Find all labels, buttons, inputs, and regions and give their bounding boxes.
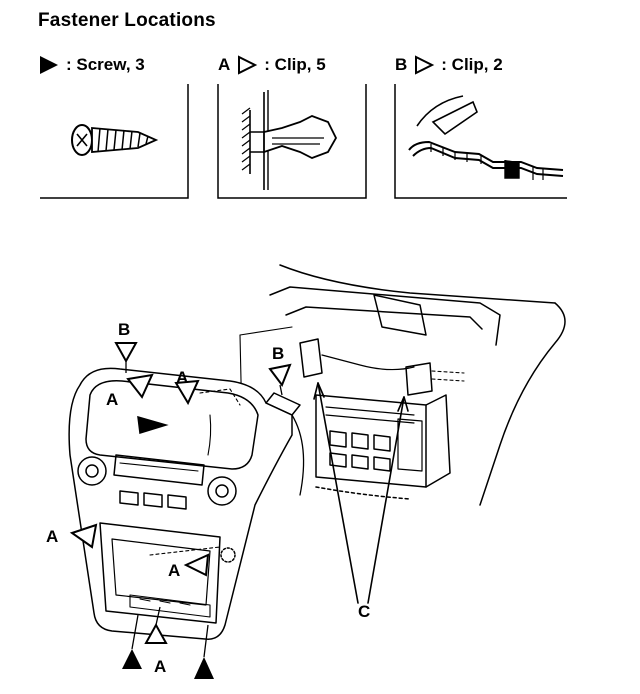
outline-triangle-icon xyxy=(415,55,435,75)
screw-marker xyxy=(137,415,169,434)
heater-knob-right xyxy=(207,476,237,506)
clip-a-marker xyxy=(144,622,168,644)
clip-b-marker xyxy=(268,363,292,388)
screw-marker xyxy=(122,649,142,669)
filled-triangle-icon xyxy=(40,56,58,74)
callout-a-left-upper: A xyxy=(106,390,119,409)
legend-clip-a: A : Clip, 5 xyxy=(218,54,326,76)
center-trim-panel xyxy=(68,367,293,640)
center-panel-exploded-view xyxy=(68,264,566,679)
callout-a-mid-lower: A xyxy=(168,561,181,580)
trim-panel-right-flange xyxy=(265,392,301,416)
clip-a-marker xyxy=(174,379,200,406)
lower-pocket-opening xyxy=(99,522,221,624)
dashboard-right-edge xyxy=(479,302,566,506)
clip-a-marker xyxy=(183,553,210,577)
legend-screw-label: : Screw, 3 xyxy=(66,55,145,74)
clip-b-marker xyxy=(114,342,138,364)
fastener-markers xyxy=(69,342,292,679)
legend-clip-b: B : Clip, 2 xyxy=(395,54,503,76)
clip-a-marker xyxy=(126,373,154,399)
callout-a-left-lower: A xyxy=(46,527,59,546)
page-title: Fastener Locations xyxy=(38,10,216,31)
screw-marker xyxy=(194,657,214,679)
clip-a-detail-illustration xyxy=(217,84,367,199)
connector-left xyxy=(299,338,323,378)
outline-triangle-icon xyxy=(238,55,258,75)
callout-a-bottom: A xyxy=(154,657,167,676)
legend-clip-a-letter: A xyxy=(218,55,231,74)
heater-knob-left xyxy=(77,456,107,486)
audio-unit-side xyxy=(425,394,451,488)
legend-clip-a-label: : Clip, 5 xyxy=(264,55,326,74)
heater-control-buttons xyxy=(119,490,187,510)
callout-c-bottom: C xyxy=(358,602,371,621)
trim-panel-upper-opening xyxy=(85,380,259,470)
audio-unit-face xyxy=(315,394,427,488)
dashboard-opening-inner xyxy=(285,306,483,330)
connector-right xyxy=(405,362,433,396)
callout-b-center: B xyxy=(272,344,285,363)
clip-a-marker xyxy=(69,523,98,549)
dashboard-opening-upper xyxy=(269,286,501,346)
dashboard-top-edge xyxy=(279,264,556,304)
clip-b-detail-illustration xyxy=(394,84,567,199)
screw-detail-illustration xyxy=(40,84,189,199)
legend-clip-b-label: : Clip, 2 xyxy=(441,55,503,74)
callout-b-top-left: B xyxy=(118,320,131,339)
callout-a-top-center: A xyxy=(176,368,189,387)
legend-screw: : Screw, 3 xyxy=(38,54,145,76)
legend-clip-b-letter: B xyxy=(395,55,408,74)
heater-control-display xyxy=(113,454,205,486)
bracket-upper xyxy=(373,294,427,336)
